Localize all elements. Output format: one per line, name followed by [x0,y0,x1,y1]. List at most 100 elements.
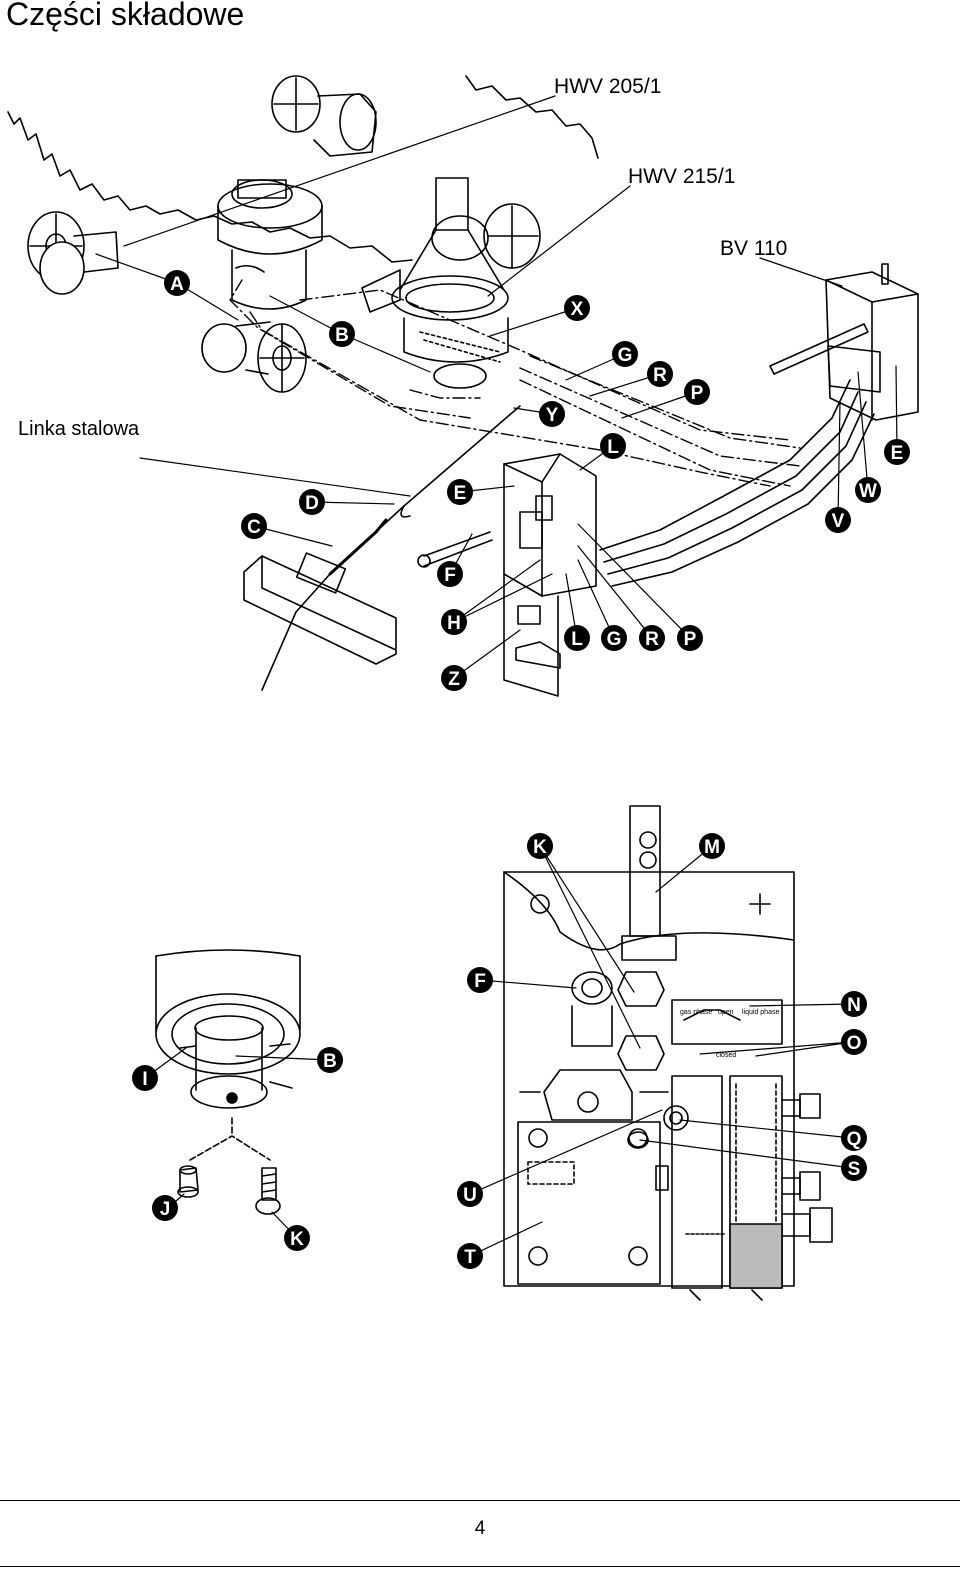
steel-cable [139,405,521,691]
callout-badge: C [241,513,267,539]
callout-badge: J [152,1195,178,1221]
handwheel-lower [201,321,307,393]
svg-text:V: V [832,511,845,532]
svg-text:Y: Y [546,405,559,426]
callout-badge: W [855,477,881,503]
callout-badge: L [564,625,590,651]
svg-text:B: B [335,325,349,346]
svg-text:L: L [571,629,583,650]
callout-badge: Y [539,401,565,427]
svg-text:C: C [247,517,261,538]
callout-badge: V [825,507,851,533]
valve-body-hwv215 [391,177,541,389]
callout-badge: T [457,1243,483,1269]
svg-text:G: G [607,629,622,650]
callouts-bottom-right: K M F N O Q S U T [457,833,867,1269]
svg-text:R: R [653,365,667,386]
panel-label-closed: closed [716,1052,736,1059]
svg-text:G: G [618,345,633,366]
model-label-hwv205: HWV 205/1 [554,75,661,98]
svg-text:N: N [847,995,861,1016]
callout-badge: S [841,1155,867,1181]
svg-text:S: S [848,1159,861,1180]
callout-badge: B [317,1047,343,1073]
svg-text:E: E [454,483,467,504]
svg-text:D: D [305,493,319,514]
svg-text:B: B [323,1051,337,1072]
footer-rule-top [0,1500,960,1501]
svg-text:E: E [891,443,904,464]
svg-text:J: J [160,1199,171,1220]
svg-text:K: K [533,837,547,858]
svg-text:P: P [691,383,704,404]
svg-text:T: T [464,1247,476,1268]
svg-text:K: K [290,1229,304,1250]
callouts-bottom-left: B I J K [132,1047,343,1251]
svg-text:X: X [571,299,584,320]
pipe-under-tank [361,269,401,313]
valve-panel [503,805,833,1301]
callout-badge: P [684,379,710,405]
leader-lines-bottom-right [469,845,853,1257]
callout-badge: F [467,967,493,993]
panel-label-gas-phase: gas phase [680,1009,712,1016]
handwheel-top-center [271,75,377,157]
svg-text:H: H [447,613,461,634]
callout-badge: P [677,625,703,651]
page-number: 4 [474,1518,486,1539]
valve-body-hwv205 [217,179,323,310]
callout-badge: M [699,833,725,859]
control-box [417,453,597,697]
handwheel-left-upper [27,211,119,295]
svg-text:F: F [444,565,456,586]
callout-badge: U [457,1181,483,1207]
callout-badge: H [441,609,467,635]
svg-text:P: P [684,629,697,650]
box-bv110 [769,263,919,421]
page-title: Części składowe [6,0,245,32]
callout-badge: O [841,1029,867,1055]
svg-text:Z: Z [448,669,460,690]
callout-badge: G [601,625,627,651]
svg-text:R: R [645,629,659,650]
panel-label-open: open [718,1009,734,1016]
callout-badge: N [841,991,867,1017]
model-label-hwv215: HWV 215/1 [628,165,735,188]
tank-outline-left [7,111,413,263]
rail-bracket [243,552,397,665]
svg-text:Q: Q [847,1129,862,1150]
callouts-top: A B X G R P Y L E W V D E C F H L G R P … [164,270,910,691]
steel-cable-label: Linka stalowa [18,418,140,440]
callout-badge: R [639,625,665,651]
footer-rule-bottom [0,1566,960,1567]
tank-outline-right [465,75,599,159]
callout-badge: Q [841,1125,867,1151]
svg-text:O: O [847,1033,862,1054]
svg-text:U: U [463,1185,477,1206]
callout-badge: E [884,439,910,465]
model-label-bv110: BV 110 [720,237,787,260]
leader-lines-top [95,95,898,679]
cable-bundle [599,379,875,587]
callout-badge: L [600,433,626,459]
svg-text:I: I [142,1069,147,1090]
svg-text:A: A [170,274,184,295]
callout-badge: X [564,295,590,321]
callout-badge: G [612,341,638,367]
callout-badge: Z [441,665,467,691]
callout-badge: E [447,479,473,505]
callout-badge: A [164,270,190,296]
callout-badge: B [329,321,355,347]
panel-label-liquid-phase: liquid phase [742,1009,779,1016]
wiring-harness [229,279,801,487]
callout-badge: D [299,489,325,515]
callout-badge: F [437,561,463,587]
callout-badge: K [284,1225,310,1251]
callout-badge: R [647,361,673,387]
callout-badge: K [527,833,553,859]
callout-badge: I [132,1065,158,1091]
solenoid-assembly [155,949,301,1215]
svg-text:L: L [607,437,619,458]
svg-text:M: M [704,837,720,858]
